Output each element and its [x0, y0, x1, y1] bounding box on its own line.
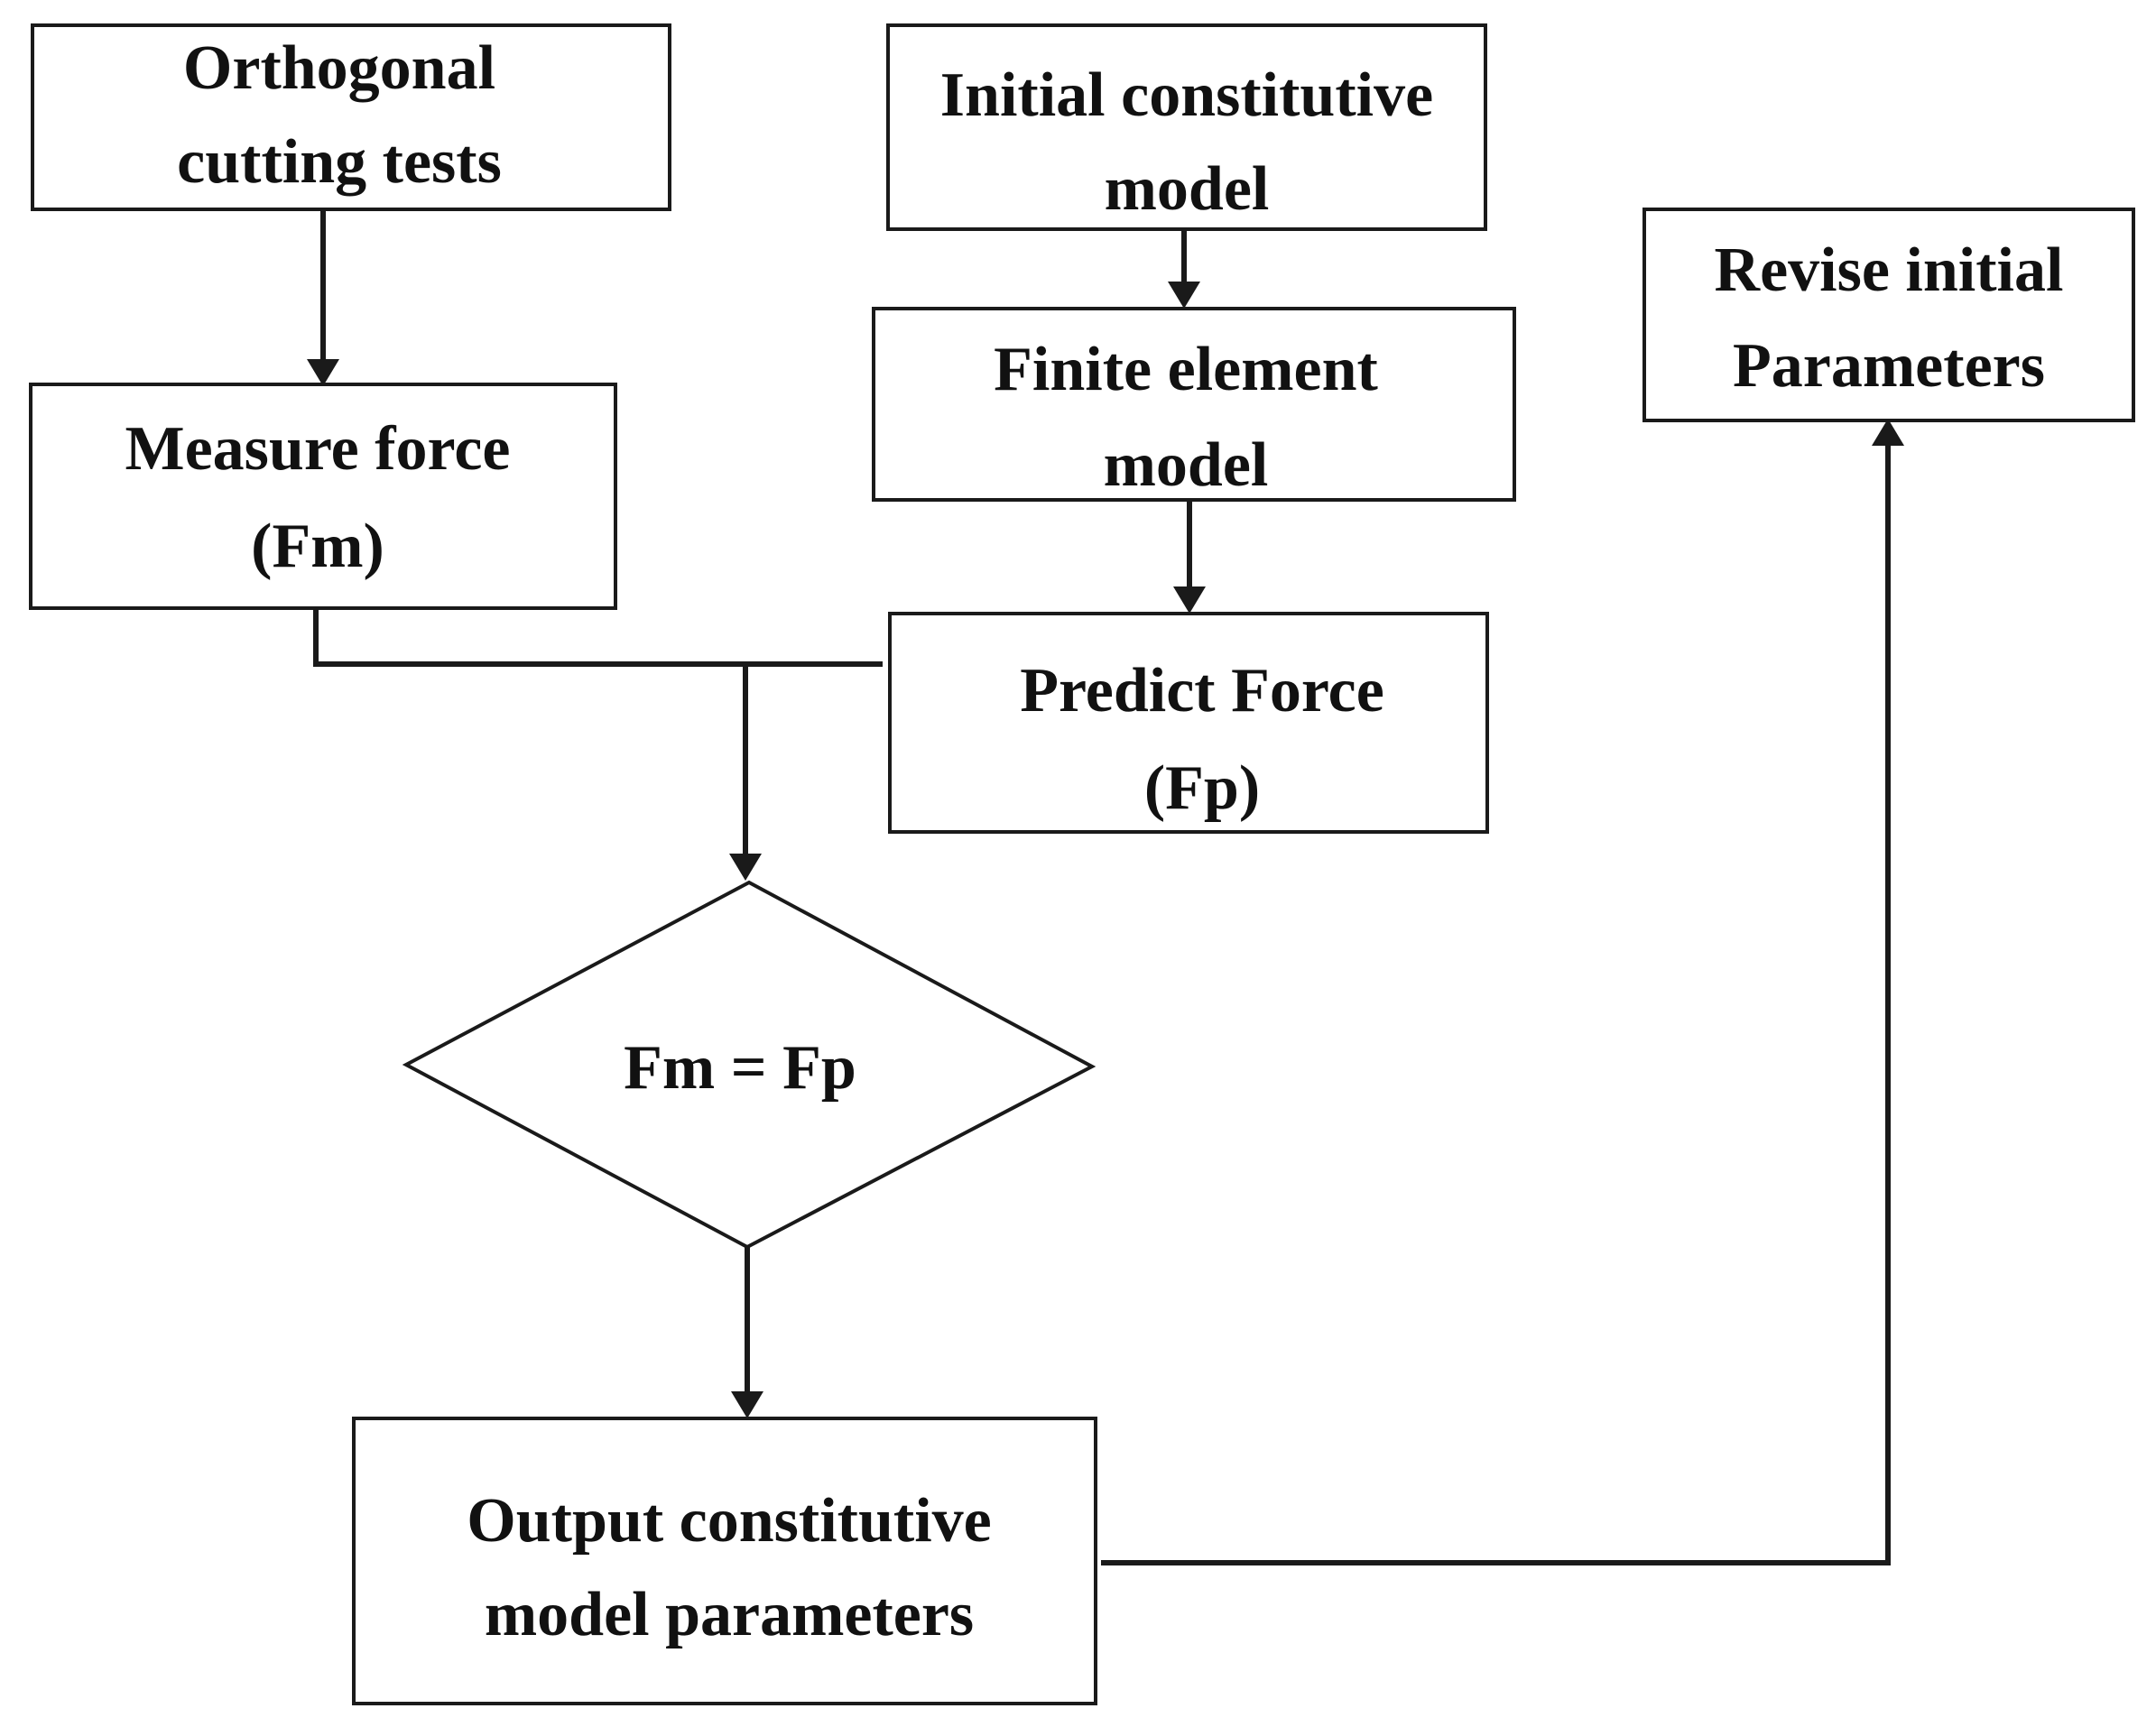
node-label-line1: Measure force	[125, 414, 511, 484]
node-label-line2: Parameters	[1733, 331, 2045, 401]
node-label-line1: Finite element	[994, 335, 1378, 404]
node-measure-force: Measure force (Fm)	[29, 383, 617, 610]
node-box	[352, 1417, 1097, 1705]
node-box	[29, 383, 617, 610]
node-orthogonal-cutting-tests: Orthogonal cutting tests	[31, 23, 671, 211]
node-label-line1: Predict Force	[1020, 656, 1384, 725]
node-revise-initial-parameters: Revise initial Parameters	[1642, 208, 2135, 422]
decision-diamond	[402, 880, 1097, 1250]
merge-line-measure-predict	[313, 610, 883, 667]
node-box	[888, 612, 1489, 834]
node-box	[31, 23, 671, 211]
node-output-parameters: Output constitutive model parameters	[352, 1417, 1097, 1705]
node-predict-force: Predict Force (Fp)	[888, 612, 1489, 834]
node-initial-constitutive-model: Initial constitutive model	[886, 23, 1487, 231]
decision-label: Fm = Fp	[624, 1033, 856, 1103]
node-label-line1: Initial constitutive	[940, 60, 1433, 130]
node-label-line2: model	[1105, 154, 1270, 224]
node-label-line2: (Fp)	[1144, 753, 1260, 823]
connectors	[307, 211, 1904, 1565]
node-label-line1: Orthogonal	[183, 33, 495, 103]
node-box	[1642, 208, 2135, 422]
arrow-output-to-revise	[1101, 444, 1891, 1565]
node-label-line2: cutting tests	[177, 127, 502, 197]
node-decision: Fm = Fp	[402, 880, 1097, 1250]
node-label-line1: Output constitutive	[467, 1486, 991, 1556]
node-box	[872, 307, 1516, 502]
arrowhead-predict	[1173, 586, 1206, 614]
arrowhead-measure	[307, 359, 339, 386]
node-label-line2: (Fm)	[251, 512, 384, 581]
arrowhead-decision	[729, 854, 762, 881]
arrowhead-output	[731, 1391, 763, 1418]
node-label-line2: model	[1104, 430, 1269, 500]
node-box	[886, 23, 1487, 231]
node-label-line1: Revise initial	[1715, 236, 2064, 305]
arrowhead-revise	[1872, 419, 1904, 446]
node-label-line2: model parameters	[485, 1580, 974, 1649]
arrowhead-fem	[1168, 282, 1200, 309]
node-finite-element-model: Finite element model	[872, 307, 1516, 502]
